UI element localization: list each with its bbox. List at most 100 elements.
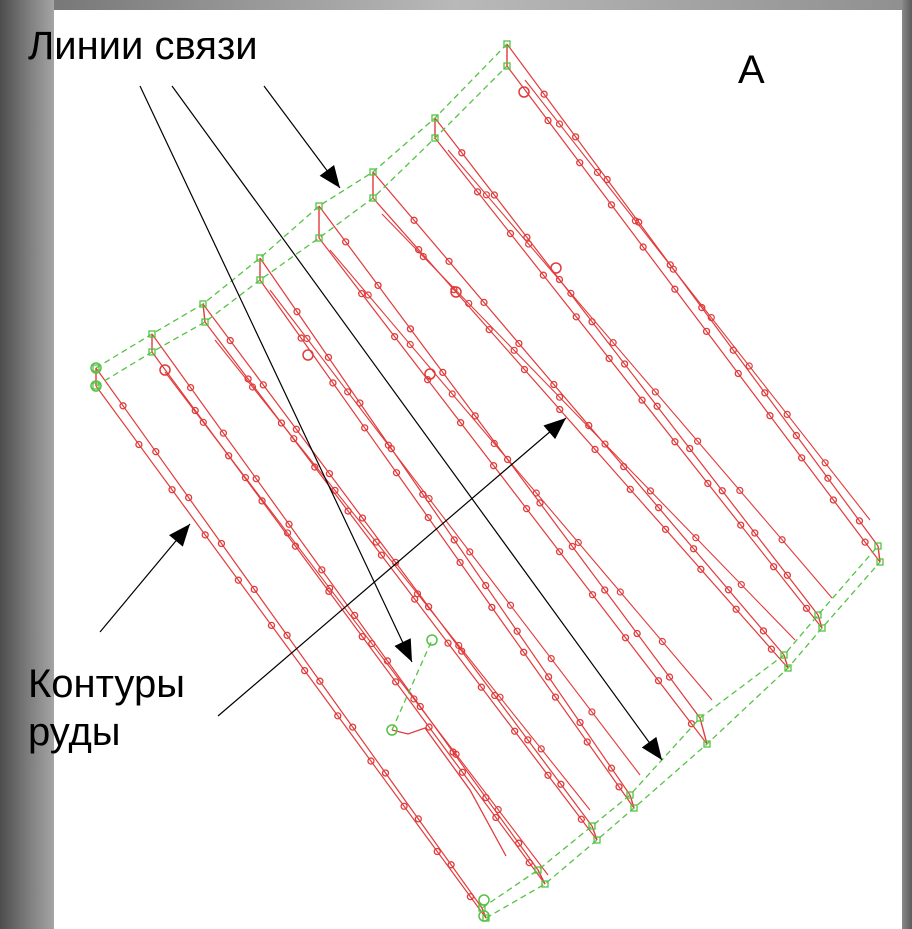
sample-point	[522, 505, 531, 513]
sample-point	[349, 723, 357, 731]
sample-point	[523, 233, 531, 241]
sample-point	[591, 445, 599, 454]
sample-point	[692, 534, 700, 542]
contour-cap-bottom	[783, 654, 789, 669]
sample-point	[458, 647, 466, 655]
sample-point	[482, 581, 490, 590]
panel-letter-label: А	[738, 48, 765, 92]
contour-side	[329, 249, 713, 701]
sample-point	[424, 603, 433, 611]
contour-side	[506, 43, 879, 547]
sample-point	[767, 645, 776, 653]
sample-point	[433, 847, 441, 856]
slide-frame-right	[902, 0, 912, 929]
sample-point	[455, 641, 463, 650]
sample-point	[364, 291, 372, 299]
slide-frame-top	[0, 0, 912, 10]
sample-point	[356, 399, 364, 407]
sample-point	[492, 813, 500, 822]
sample-point	[258, 497, 266, 505]
sample-point	[252, 475, 260, 483]
pointer-link-2-head	[394, 638, 412, 662]
sample-point	[732, 605, 740, 613]
sample-point	[392, 678, 400, 686]
sample-point	[496, 693, 504, 701]
sample-point	[761, 389, 769, 397]
connection-line-notch	[391, 639, 433, 731]
sample-point	[201, 531, 209, 539]
sample-point	[241, 474, 250, 482]
sample-point	[318, 566, 326, 574]
sample-point	[697, 565, 705, 573]
ore-contour-4	[256, 254, 638, 812]
sample-point	[536, 499, 544, 507]
ore-contour-7	[431, 114, 826, 632]
sample-point	[303, 334, 311, 343]
ore-contour-inner	[524, 79, 871, 521]
ore-contour-inner	[329, 249, 713, 701]
marker-circle	[90, 380, 102, 392]
sample-point	[547, 654, 555, 663]
sample-point	[736, 486, 744, 495]
contour-side	[214, 339, 591, 811]
sample-point	[654, 504, 663, 512]
link-node	[626, 791, 634, 799]
sample-point	[532, 489, 540, 497]
sample-point	[416, 702, 424, 711]
link-node	[503, 62, 511, 70]
sample-point	[477, 683, 486, 691]
sample-point	[588, 591, 597, 599]
sample-point	[824, 474, 832, 482]
sample-point	[466, 893, 475, 901]
sample-point	[576, 159, 584, 167]
sample-point	[381, 769, 390, 777]
sample-point	[445, 257, 453, 266]
sample-point	[671, 285, 679, 293]
sample-point	[567, 289, 575, 297]
sample-point	[358, 514, 367, 522]
sample-point	[537, 745, 545, 753]
sample-point	[601, 440, 609, 448]
link-node	[92, 382, 100, 390]
sample-point	[631, 217, 640, 225]
sample-point	[290, 435, 298, 443]
link-node	[256, 276, 264, 284]
sample-point	[224, 452, 233, 460]
sample-point	[414, 246, 423, 254]
sample-point	[135, 440, 143, 449]
marker-circle	[424, 368, 436, 380]
sample-point	[544, 673, 553, 681]
sample-point	[267, 621, 276, 630]
contour-side	[524, 79, 871, 521]
sample-point	[515, 839, 523, 847]
link-node	[426, 634, 438, 646]
ore-contour-3	[199, 300, 601, 844]
ore-contour-inner	[164, 371, 549, 876]
sample-point	[425, 723, 433, 731]
sample-point	[473, 188, 482, 196]
sample-point	[525, 859, 533, 867]
sample-point	[300, 666, 309, 675]
diagram-canvas	[54, 10, 902, 929]
link-node	[201, 318, 209, 326]
sample-point	[616, 588, 624, 596]
sample-point	[367, 757, 375, 765]
ore-contours-group	[90, 40, 884, 922]
sample-point	[277, 419, 286, 427]
contour-side	[95, 385, 487, 919]
sample-point	[620, 360, 629, 368]
sample-point	[766, 412, 774, 420]
sample-point	[615, 783, 623, 791]
sample-point	[671, 438, 679, 446]
sample-point	[798, 454, 806, 462]
sample-point	[259, 381, 267, 389]
contour-notch-line	[391, 727, 507, 857]
sample-point	[571, 133, 580, 141]
sample-point	[555, 275, 564, 284]
sample-point	[689, 545, 698, 553]
sample-point	[325, 469, 334, 478]
connection-lines-group	[95, 43, 881, 919]
sample-point	[821, 459, 829, 467]
sample-point	[556, 405, 564, 414]
link-node	[369, 194, 377, 202]
